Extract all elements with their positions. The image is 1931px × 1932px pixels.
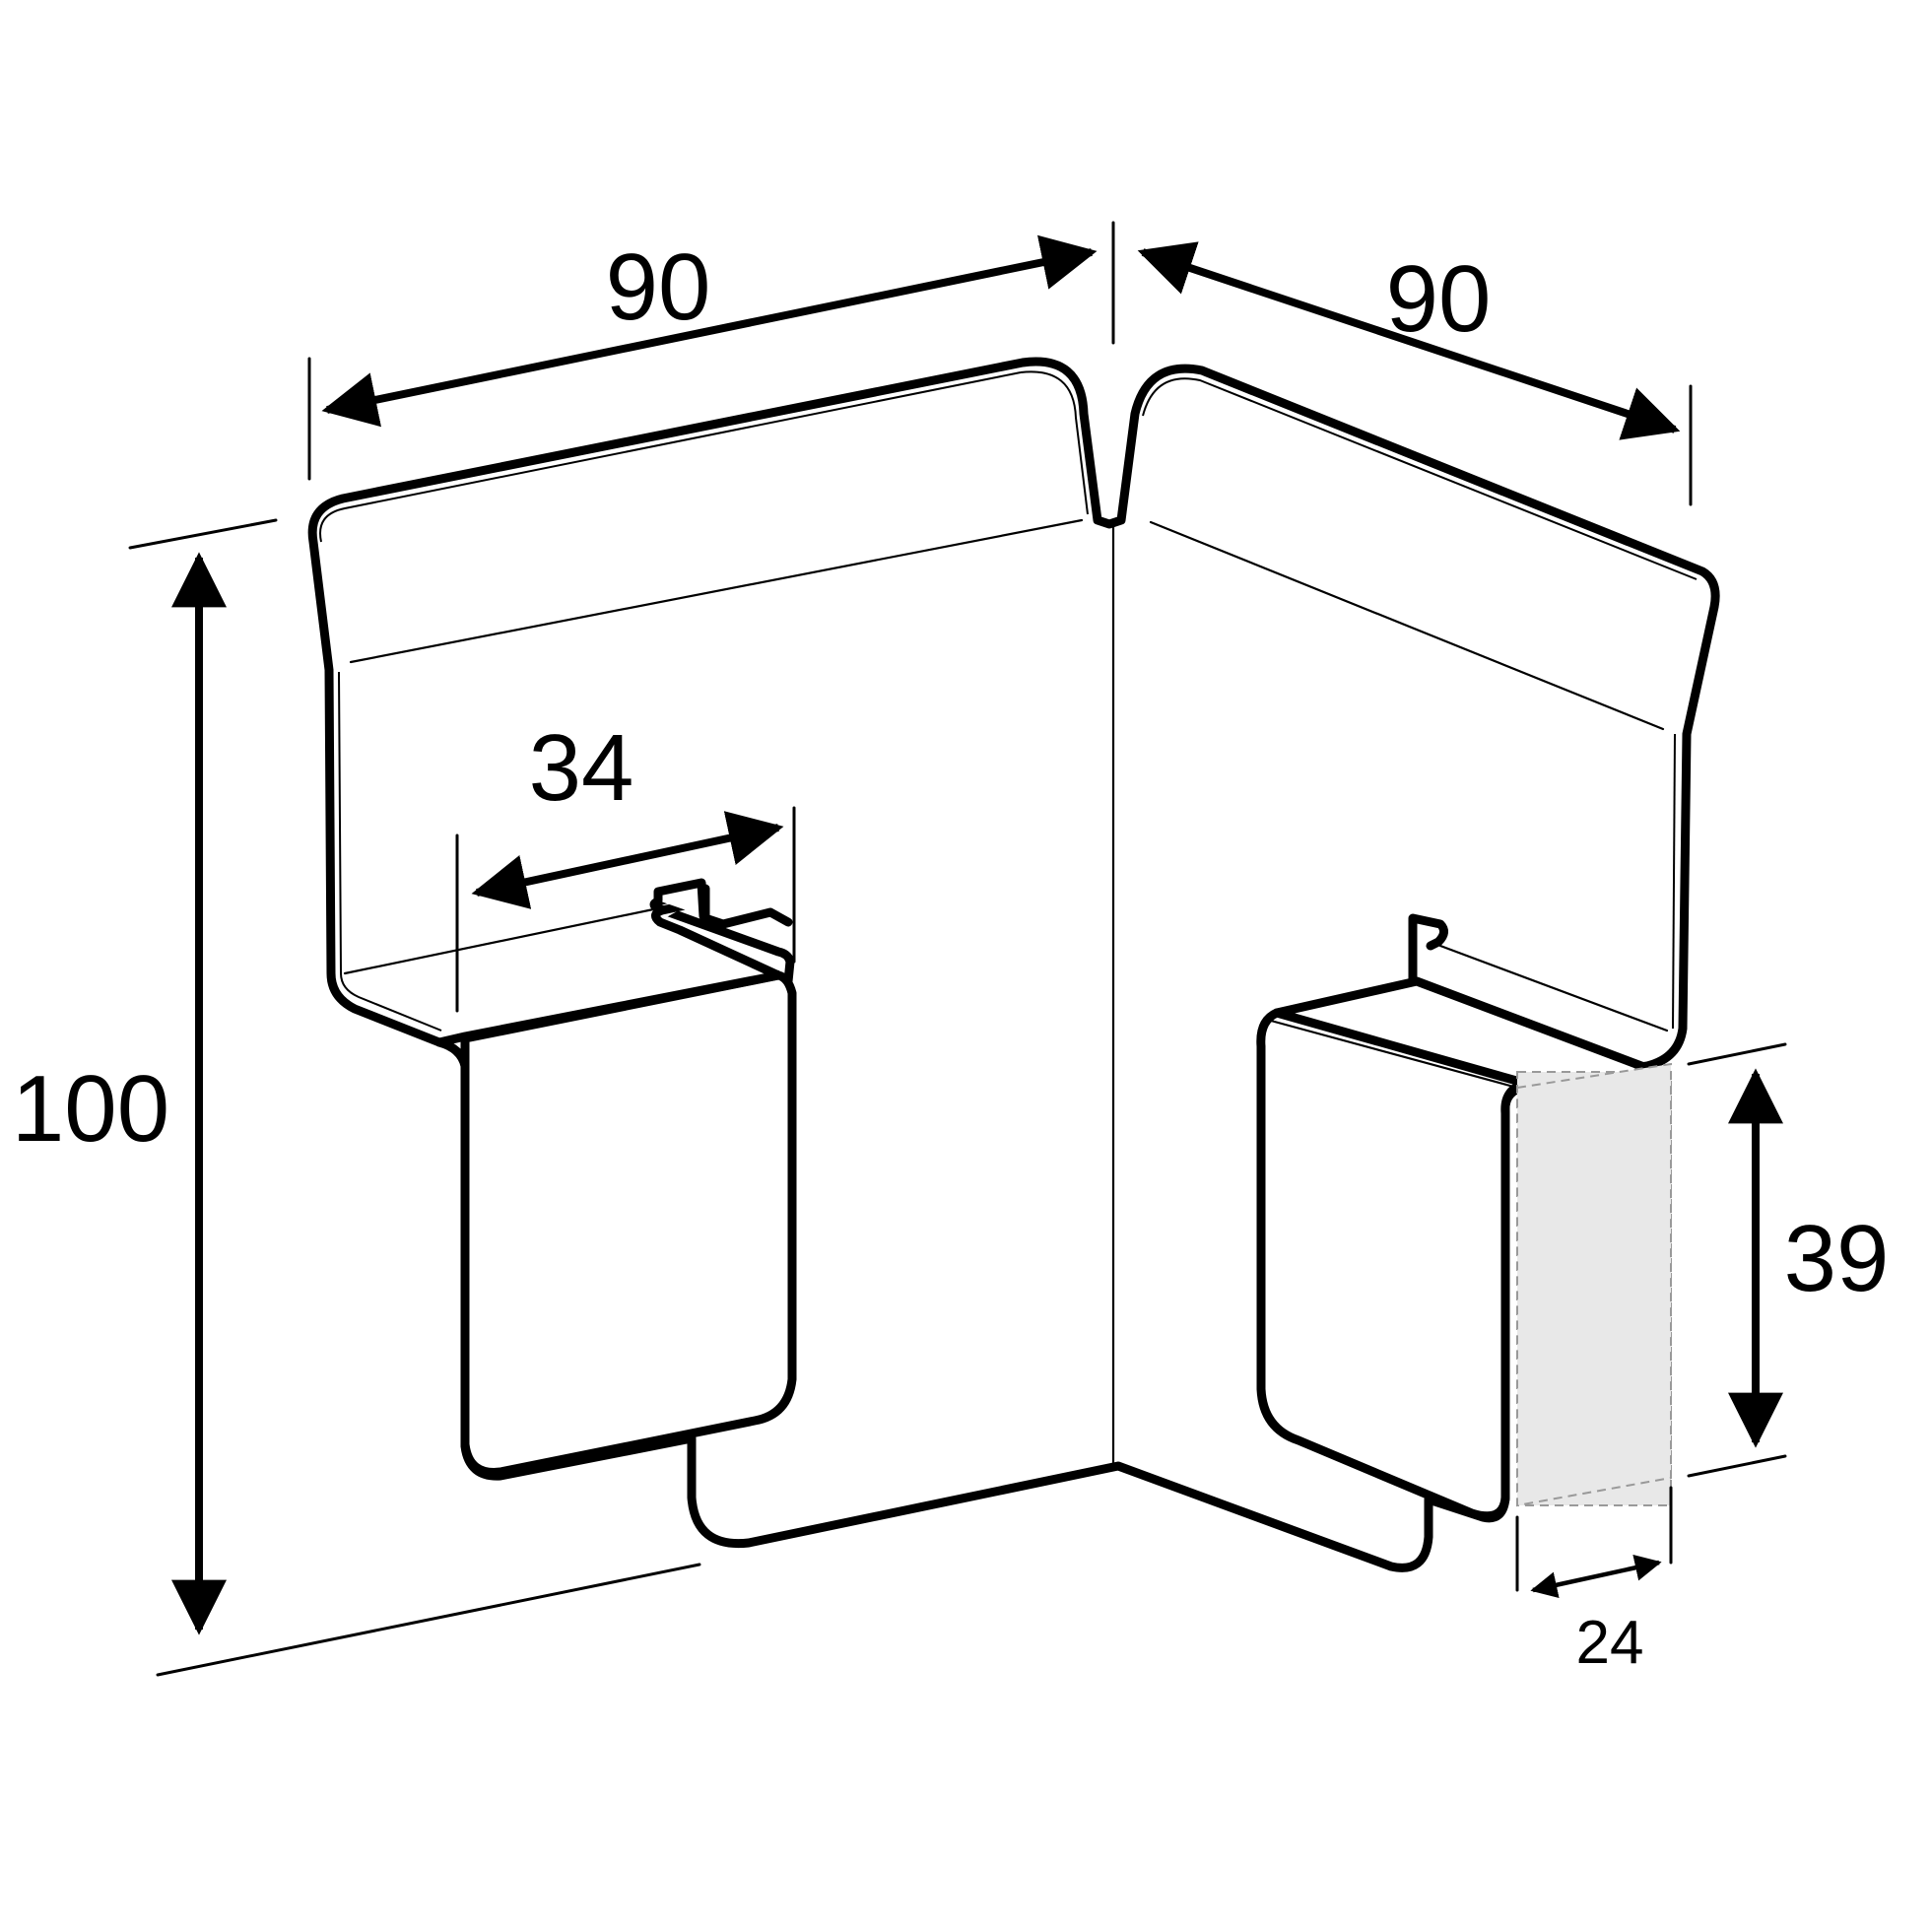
pad-width-label: 24 (1576, 1609, 1644, 1677)
left-length-label: 90 (606, 234, 711, 340)
left-length-dimension-line (321, 234, 1098, 428)
right-length-dimension-line (1137, 241, 1681, 440)
clip-width-dimension-line (471, 811, 784, 909)
pad-width-dimension-line (1530, 1555, 1662, 1598)
clip-width-label: 34 (529, 715, 634, 821)
extension-lines (128, 221, 1787, 1677)
height-label: 100 (12, 1056, 169, 1162)
right-length-label: 90 (1386, 246, 1492, 352)
fold-lines (343, 518, 1669, 1466)
dimension-labels: 90 90 100 34 39 24 (12, 234, 1889, 1677)
dimension-lines (171, 234, 1783, 1635)
pad-height-label: 39 (1784, 1206, 1890, 1311)
